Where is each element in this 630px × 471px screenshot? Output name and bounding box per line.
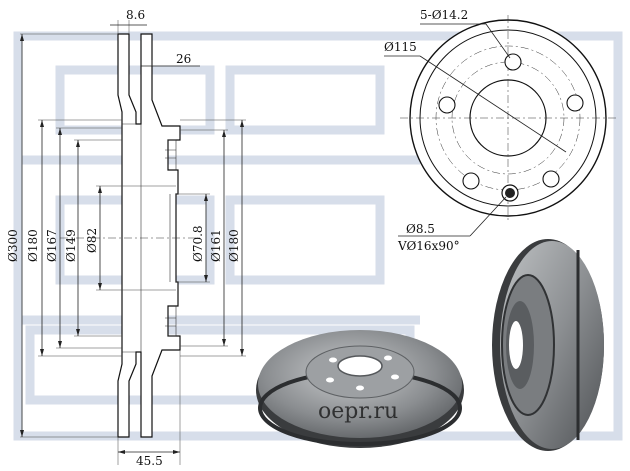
dim-8-6-label: 8.6 (126, 8, 145, 22)
dia-167-label: Ø167 (45, 229, 59, 262)
dia-82-label: Ø82 (85, 228, 99, 253)
disc-photo-angled: oepr.ru (256, 330, 464, 448)
bolt-hole (566, 94, 584, 112)
bolt-holes-label: 5-Ø14.2 (420, 8, 468, 22)
dimension-26: 26 (141, 52, 200, 67)
right-diameters: Ø70.8 Ø161 Ø180 (176, 119, 246, 357)
dia-149-label: Ø149 (64, 229, 78, 262)
dia-161-label: Ø161 (209, 229, 223, 262)
dim-45-5-label: 45.5 (136, 454, 163, 468)
bolt-hole (462, 172, 480, 190)
dia-180-right-label: Ø180 (227, 229, 241, 262)
pin-hole-label: Ø8.5 (406, 222, 435, 236)
dia-70-8-label: Ø70.8 (191, 225, 205, 262)
bolt-hole (542, 170, 560, 188)
dim-26-label: 26 (176, 52, 191, 66)
section-view (60, 33, 200, 438)
dia-300-label: Ø300 (6, 229, 20, 262)
dia-180-left-label: Ø180 (26, 229, 40, 262)
bolt-hole (438, 96, 456, 114)
dimension-8-6: 8.6 (110, 8, 147, 34)
pcd-label: Ø115 (384, 40, 417, 54)
bolt-hole (504, 53, 522, 71)
countersink-label: VØ16x90° (397, 239, 460, 253)
left-diameters: Ø300 Ø180 Ø167 Ø149 Ø82 (6, 33, 176, 438)
watermark-text: oepr.ru (318, 399, 398, 424)
disc-photo-side (492, 239, 604, 451)
dimension-45-5: 45.5 (117, 350, 181, 468)
front-view: 5-Ø14.2 Ø115 Ø8.5 VØ16x90° (384, 8, 616, 253)
